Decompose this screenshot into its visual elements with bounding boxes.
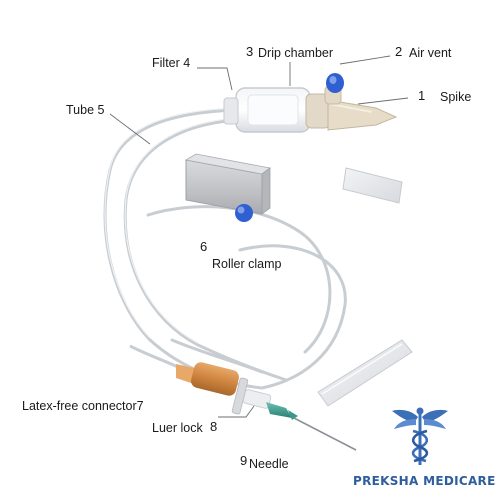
label-air-vent-number: 2 — [395, 44, 403, 59]
label-tube: Tube 5 — [66, 103, 105, 117]
tube-highlight — [104, 107, 239, 344]
roller-clamp — [184, 153, 271, 222]
spike — [327, 99, 398, 131]
needle-sleeve — [317, 339, 413, 407]
label-needle: Needle — [249, 457, 289, 471]
label-latex-free-connector: Latex-free connector7 — [22, 399, 144, 413]
luer-connector — [176, 362, 272, 415]
label-spike: Spike — [440, 90, 472, 104]
spike-cover — [342, 167, 403, 204]
label-air-vent: Air vent — [409, 46, 452, 60]
label-filter: Filter 4 — [152, 56, 191, 70]
brand-name: PREKSHA MEDICARE — [353, 474, 496, 488]
tube — [103, 108, 347, 390]
needle — [266, 402, 357, 451]
caduceus-icon — [392, 407, 448, 465]
label-roller-clamp-number: 6 — [200, 239, 208, 254]
air-vent-cap — [324, 73, 344, 105]
label-roller-clamp: Roller clamp — [212, 257, 282, 271]
label-spike-number: 1 — [418, 88, 426, 103]
label-drip-chamber-number: 3 — [246, 44, 254, 59]
label-needle-number: 9 — [240, 453, 248, 468]
leader-lines — [109, 55, 409, 418]
label-drip-chamber: Drip chamber — [258, 46, 334, 60]
label-luer-lock-number: 8 — [210, 419, 218, 434]
drip-chamber — [223, 87, 331, 133]
label-luer-lock: Luer lock — [152, 421, 203, 435]
